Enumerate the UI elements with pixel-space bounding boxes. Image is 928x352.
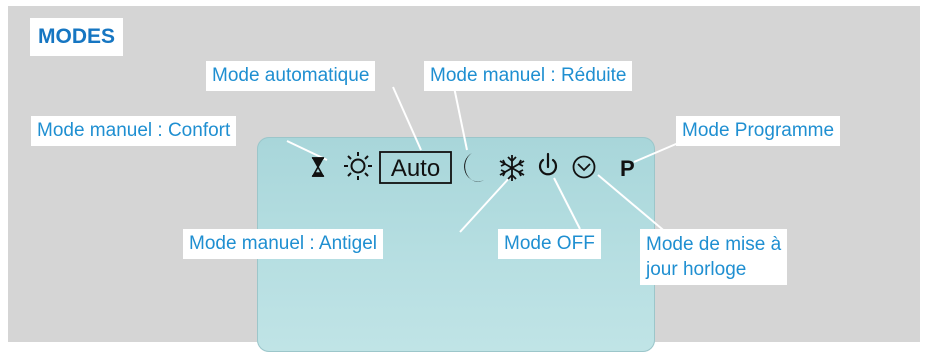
auto-box: Auto — [379, 151, 452, 184]
modes-diagram: MODES — [8, 6, 920, 352]
moon-icon — [464, 153, 484, 182]
auto-label: Auto — [391, 155, 440, 182]
leader-reduite — [453, 86, 468, 151]
snowflake-icon — [499, 155, 525, 181]
label-off: Mode OFF — [498, 229, 601, 259]
label-horloge-line1: Mode de mise à — [646, 234, 782, 255]
icon-layer: Auto P — [286, 86, 684, 235]
label-horloge: Mode de mise à jour horloge — [640, 229, 788, 285]
leader-antigel — [459, 175, 512, 233]
sun-icon — [344, 152, 372, 180]
label-antigel: Mode manuel : Antigel — [183, 229, 384, 259]
label-horloge-line2: jour horloge — [646, 259, 747, 280]
label-programme: Mode Programme — [676, 116, 841, 146]
diagram-title: MODES — [30, 18, 124, 56]
leader-programme — [633, 140, 684, 163]
label-auto: Mode automatique — [206, 61, 376, 91]
label-confort: Mode manuel : Confort — [31, 116, 237, 146]
clock-icon — [572, 155, 596, 179]
program-p-icon: P — [620, 156, 635, 181]
leader-auto — [392, 86, 422, 151]
label-reduite: Mode manuel : Réduite — [424, 61, 633, 91]
leader-lines — [286, 86, 684, 235]
leader-confort — [286, 140, 328, 161]
leader-off — [553, 177, 581, 230]
power-icon — [538, 152, 558, 176]
hourglass-icon — [311, 157, 325, 177]
leader-horloge — [597, 174, 669, 235]
